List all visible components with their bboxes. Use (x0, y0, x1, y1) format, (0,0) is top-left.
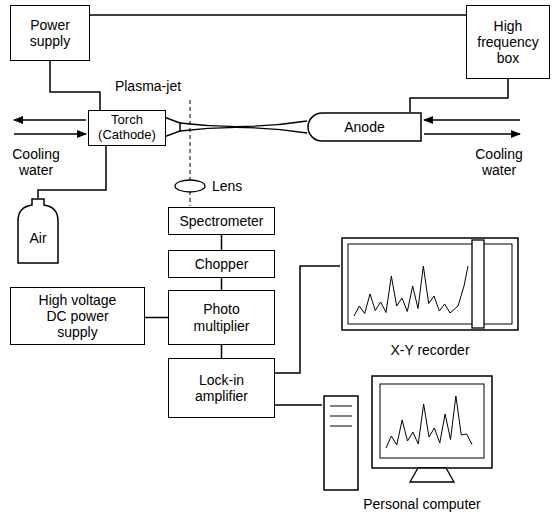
connector-line (145, 317, 168, 319)
connector-line (275, 404, 322, 406)
node-label: Air (29, 230, 46, 246)
cooling-water-arrow (14, 133, 86, 134)
connector-line (221, 345, 223, 358)
plasma-jet-label: Plasma-jet (108, 78, 188, 94)
node-label: Anode (344, 119, 384, 135)
node-label: Spectrometer (179, 213, 263, 229)
node-label: Personal computer (363, 496, 481, 512)
air-bottle: Air (16, 198, 60, 264)
cooling-water-arrow (14, 119, 86, 120)
xy-recorder: X-Y recorder (340, 236, 520, 358)
lens: Lens (172, 178, 252, 194)
plasma-jet-outline (180, 121, 307, 127)
node-label: X-Y recorder (390, 342, 469, 358)
hv-power-supply-box: High voltage DC power supply (10, 287, 145, 345)
node-label: High frequency box (473, 18, 543, 66)
connector-line (90, 14, 466, 16)
recorder-pen-bar (472, 240, 484, 328)
node-label: Photo multiplier (184, 301, 260, 333)
lock-in-amplifier-box: Lock-in amplifier (168, 358, 275, 418)
xy-recorder-outline (340, 236, 520, 358)
screen-trace (386, 396, 472, 448)
recorder-trace (354, 266, 468, 316)
chopper-box: Chopper (168, 250, 275, 278)
pc-tower (324, 396, 358, 490)
high-frequency-box: High frequency box (466, 5, 550, 79)
spectrometer-box: Spectrometer (168, 207, 275, 235)
recorder-frame (342, 238, 518, 330)
anode-outline (308, 113, 421, 141)
node-label: Lock-in amplifier (184, 372, 260, 404)
power-supply-box: Power supply (10, 5, 90, 61)
monitor-stand (410, 468, 454, 482)
drive-slot (330, 406, 352, 407)
plasma-jet-outline (180, 127, 307, 133)
monitor-screen (380, 384, 484, 458)
connector-line (410, 79, 508, 112)
personal-computer: Personal computer (322, 372, 522, 512)
cooling-water-label: Cooling water (6, 146, 66, 178)
node-label: Power supply (20, 17, 80, 49)
lens-shape (175, 180, 205, 192)
cooling-water-arrow (424, 133, 520, 134)
cooling-water-label: Cooling water (466, 146, 532, 178)
torch-box: Torch (Cathode) (88, 110, 166, 146)
anode-shape: Anode (307, 112, 422, 142)
torch-nozzle (164, 117, 180, 137)
node-label: High voltage DC power supply (35, 292, 120, 340)
recorder-paper (348, 244, 512, 324)
node-label: Lens (212, 178, 242, 194)
connector-line (275, 266, 340, 373)
node-label: Torch (Cathode) (94, 113, 160, 143)
bottle-outline (18, 199, 58, 263)
personal-computer-outline (322, 372, 522, 512)
connector-line (221, 278, 223, 290)
node-label: Chopper (195, 256, 249, 272)
connector-line (50, 61, 100, 110)
photomultiplier-box: Photo multiplier (168, 290, 275, 345)
monitor-frame (372, 376, 492, 468)
drive-slot (330, 426, 352, 427)
drive-slot (330, 416, 352, 417)
connector-line (221, 235, 223, 250)
cooling-water-arrow (424, 119, 520, 120)
